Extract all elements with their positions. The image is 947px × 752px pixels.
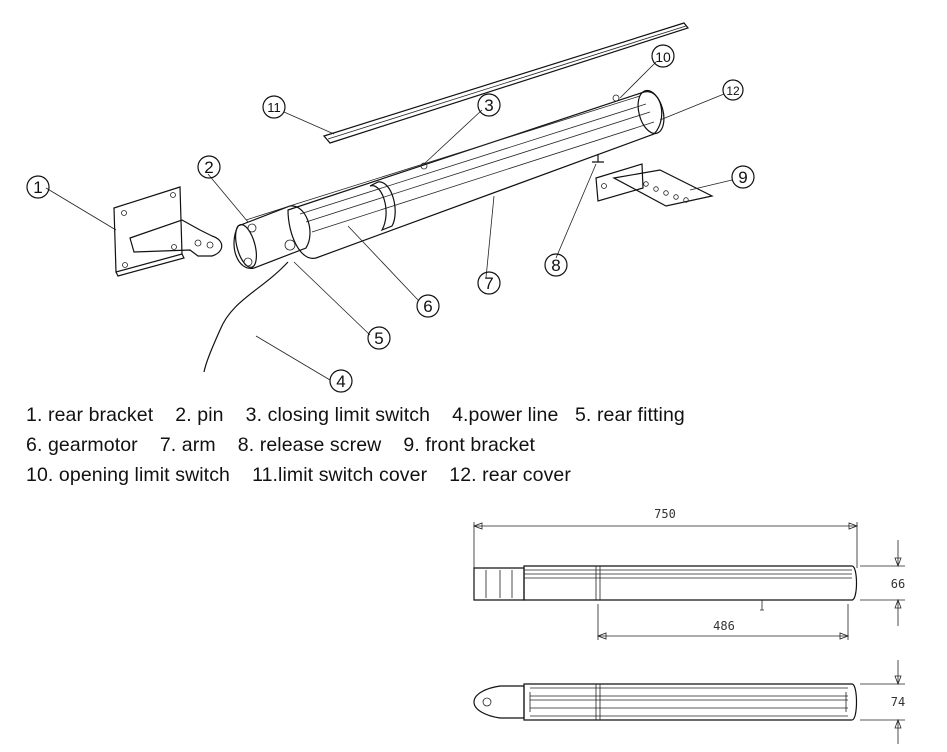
callout-7: 7 (477, 271, 501, 295)
callout-6: 6 (416, 294, 440, 318)
svg-text:8: 8 (551, 256, 560, 275)
legend-line-3: 10. opening limit switch 11.limit switch… (26, 464, 571, 486)
callout-3: 3 (477, 93, 501, 117)
callout-4: 4 (329, 369, 353, 393)
callout-8: 8 (544, 253, 568, 277)
svg-text:4: 4 (336, 372, 345, 391)
svg-text:12: 12 (726, 84, 740, 98)
dim-arm-length: 486 (713, 619, 735, 633)
svg-text:10: 10 (655, 49, 671, 65)
callout-10: 10 (651, 44, 675, 68)
rear-bracket (113, 186, 223, 277)
svg-text:9: 9 (738, 168, 747, 187)
legend-line-1: 1. rear bracket 2. pin 3. closing limit … (26, 404, 685, 426)
svg-text:6: 6 (423, 297, 432, 316)
callout-12: 12 (722, 79, 744, 101)
callout-2: 2 (197, 155, 221, 179)
callout-1: 1 (26, 175, 50, 199)
limit-switch-cover (322, 22, 690, 144)
svg-text:7: 7 (484, 274, 493, 293)
svg-text:5: 5 (374, 329, 383, 348)
actuator-body (203, 89, 665, 373)
leader-lines (45, 61, 733, 381)
top-view: 74 (473, 660, 905, 744)
dim-height-side: 66 (891, 577, 905, 591)
callout-9: 9 (731, 165, 755, 189)
callout-11: 11 (262, 95, 286, 119)
dim-overall-length: 750 (654, 507, 676, 521)
svg-text:11: 11 (267, 100, 281, 115)
svg-text:1: 1 (33, 178, 42, 197)
front-bracket (595, 163, 714, 207)
legend-line-2: 6. gearmotor 7. arm 8. release screw 9. … (26, 434, 536, 456)
dim-height-top: 74 (891, 695, 905, 709)
callout-5: 5 (367, 326, 391, 350)
svg-text:3: 3 (484, 96, 493, 115)
side-view: 750 66 486 (472, 507, 905, 640)
svg-text:2: 2 (204, 158, 213, 177)
